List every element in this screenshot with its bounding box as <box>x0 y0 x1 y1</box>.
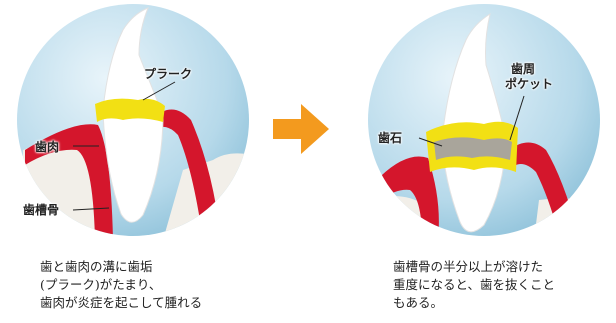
left-caption-line: (プラーク)がたまり、 <box>40 277 162 292</box>
right-caption: 歯槽骨の半分以上が溶けた 重度になると、歯を抜くこと もある。 <box>393 258 555 312</box>
left-caption-line: 歯肉が炎症を起こして腫れる <box>40 295 203 310</box>
tartar <box>434 137 512 160</box>
arrow-right-icon <box>273 104 329 154</box>
gum-right <box>153 109 221 236</box>
right-caption-line: 歯槽骨の半分以上が溶けた <box>393 259 544 274</box>
gum-left <box>25 124 113 236</box>
plaque <box>95 98 165 122</box>
left-caption-line: 歯と歯肉の溝に歯垢 <box>40 259 153 274</box>
left-caption: 歯と歯肉の溝に歯垢 (プラーク)がたまり、 歯肉が炎症を起こして腫れる <box>40 258 202 312</box>
right-caption-line: もある。 <box>393 295 444 310</box>
periodontal-pocket-label-line1: 歯周 <box>511 62 536 76</box>
right-diagram-illustration <box>368 4 600 236</box>
left-diagram-illustration <box>17 4 249 236</box>
tartar-label: 歯石 <box>378 131 403 145</box>
right-diagram: 歯周 ポケット 歯石 <box>364 0 604 240</box>
plaque-label: プラーク <box>144 67 193 81</box>
alveolar-bone-label: 歯槽骨 <box>23 203 60 217</box>
periodontal-pocket-label-line2: ポケット <box>505 77 554 91</box>
right-caption-line: 重度になると、歯を抜くこと <box>393 277 556 292</box>
gum-label: 歯肉 <box>35 140 60 154</box>
alveolar-bone <box>23 136 249 236</box>
left-diagram: プラーク 歯肉 歯槽骨 <box>13 0 253 240</box>
